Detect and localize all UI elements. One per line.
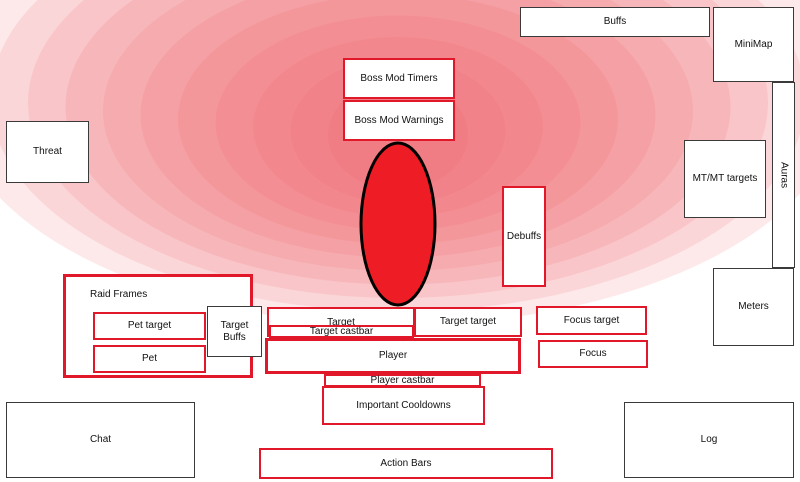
- minimap-frame[interactable]: MiniMap: [713, 7, 794, 82]
- buffs-label: Buffs: [603, 16, 627, 28]
- target-castbar-label: Target castbar: [309, 325, 374, 337]
- pet-target-label: Pet target: [127, 320, 172, 332]
- target-buffs-frame[interactable]: Target Buffs: [207, 306, 262, 357]
- raid-frames-label: Raid Frames: [90, 289, 148, 300]
- target-label: Target: [327, 317, 355, 328]
- debuffs-frame[interactable]: Debuffs: [502, 186, 546, 287]
- chat-frame[interactable]: Chat: [6, 402, 195, 478]
- focus-target-frame[interactable]: Focus target: [536, 306, 647, 335]
- target-castbar-frame[interactable]: Target castbar: [269, 325, 414, 338]
- meters-label: Meters: [738, 301, 769, 313]
- focus-label: Focus: [579, 348, 607, 360]
- chat-label: Chat: [89, 434, 112, 446]
- boss-mod-timers-label: Boss Mod Timers: [360, 72, 438, 84]
- focus-target-label: Focus target: [563, 314, 620, 326]
- boss-mod-warnings-frame[interactable]: Boss Mod Warnings: [343, 100, 455, 141]
- pet-label: Pet: [141, 353, 157, 365]
- player-label: Player: [378, 350, 408, 362]
- boss-mod-warnings-label: Boss Mod Warnings: [354, 114, 444, 126]
- target-target-label: Target target: [439, 316, 497, 328]
- auras-label: Auras: [778, 161, 790, 189]
- debuffs-label: Debuffs: [506, 230, 542, 242]
- player-castbar-label: Player castbar: [370, 374, 435, 386]
- minimap-label: MiniMap: [734, 38, 773, 50]
- pet-target-frame[interactable]: Pet target: [93, 312, 206, 340]
- mt-targets-frame[interactable]: MT/MT targets: [684, 140, 766, 218]
- action-bars-label: Action Bars: [380, 457, 432, 469]
- important-cooldowns-frame[interactable]: Important Cooldowns: [322, 386, 485, 425]
- focus-frame[interactable]: Focus: [538, 340, 648, 368]
- action-bars-frame[interactable]: Action Bars: [259, 448, 553, 479]
- threat-frame[interactable]: Threat: [6, 121, 89, 183]
- buffs-frame[interactable]: Buffs: [520, 7, 710, 37]
- important-cooldowns-label: Important Cooldowns: [356, 399, 451, 411]
- boss-oval: [359, 141, 437, 307]
- log-frame[interactable]: Log: [624, 402, 794, 478]
- meters-frame[interactable]: Meters: [713, 268, 794, 346]
- log-label: Log: [700, 434, 718, 446]
- boss-mod-timers-frame[interactable]: Boss Mod Timers: [343, 58, 455, 99]
- target-buffs-label: Target Buffs: [220, 320, 249, 343]
- auras-frame[interactable]: Auras: [772, 82, 795, 268]
- target-target-frame[interactable]: Target target: [414, 307, 522, 337]
- mt-targets-label: MT/MT targets: [692, 173, 758, 185]
- threat-label: Threat: [33, 146, 62, 158]
- player-frame[interactable]: Player: [265, 338, 521, 374]
- pet-frame[interactable]: Pet: [93, 345, 206, 373]
